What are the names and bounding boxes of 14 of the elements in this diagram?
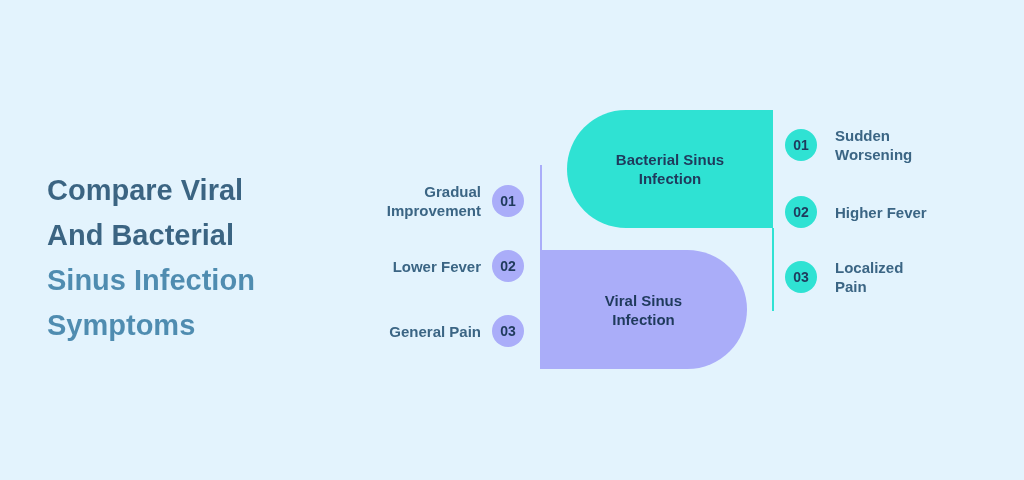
number-badge: 01 [492, 185, 524, 217]
symptom-text: Gradual Improvement [385, 182, 481, 220]
symptom-text: Localized Pain [835, 258, 905, 296]
symptom-text: Sudden Worsening [835, 126, 914, 164]
symptom-text: Higher Fever [835, 202, 927, 222]
symptom-text: General Pain [389, 321, 481, 341]
category-panel: Bacterial Sinus Infection [567, 110, 773, 228]
category-panel: Viral Sinus Infection [540, 250, 747, 369]
number-badge: 01 [785, 129, 817, 161]
symptom-text: Lower Fever [392, 256, 481, 276]
number-badge: 03 [785, 261, 817, 293]
number-badge: 02 [492, 250, 524, 282]
number-badge: 03 [492, 315, 524, 347]
number-badge: 02 [785, 196, 817, 228]
